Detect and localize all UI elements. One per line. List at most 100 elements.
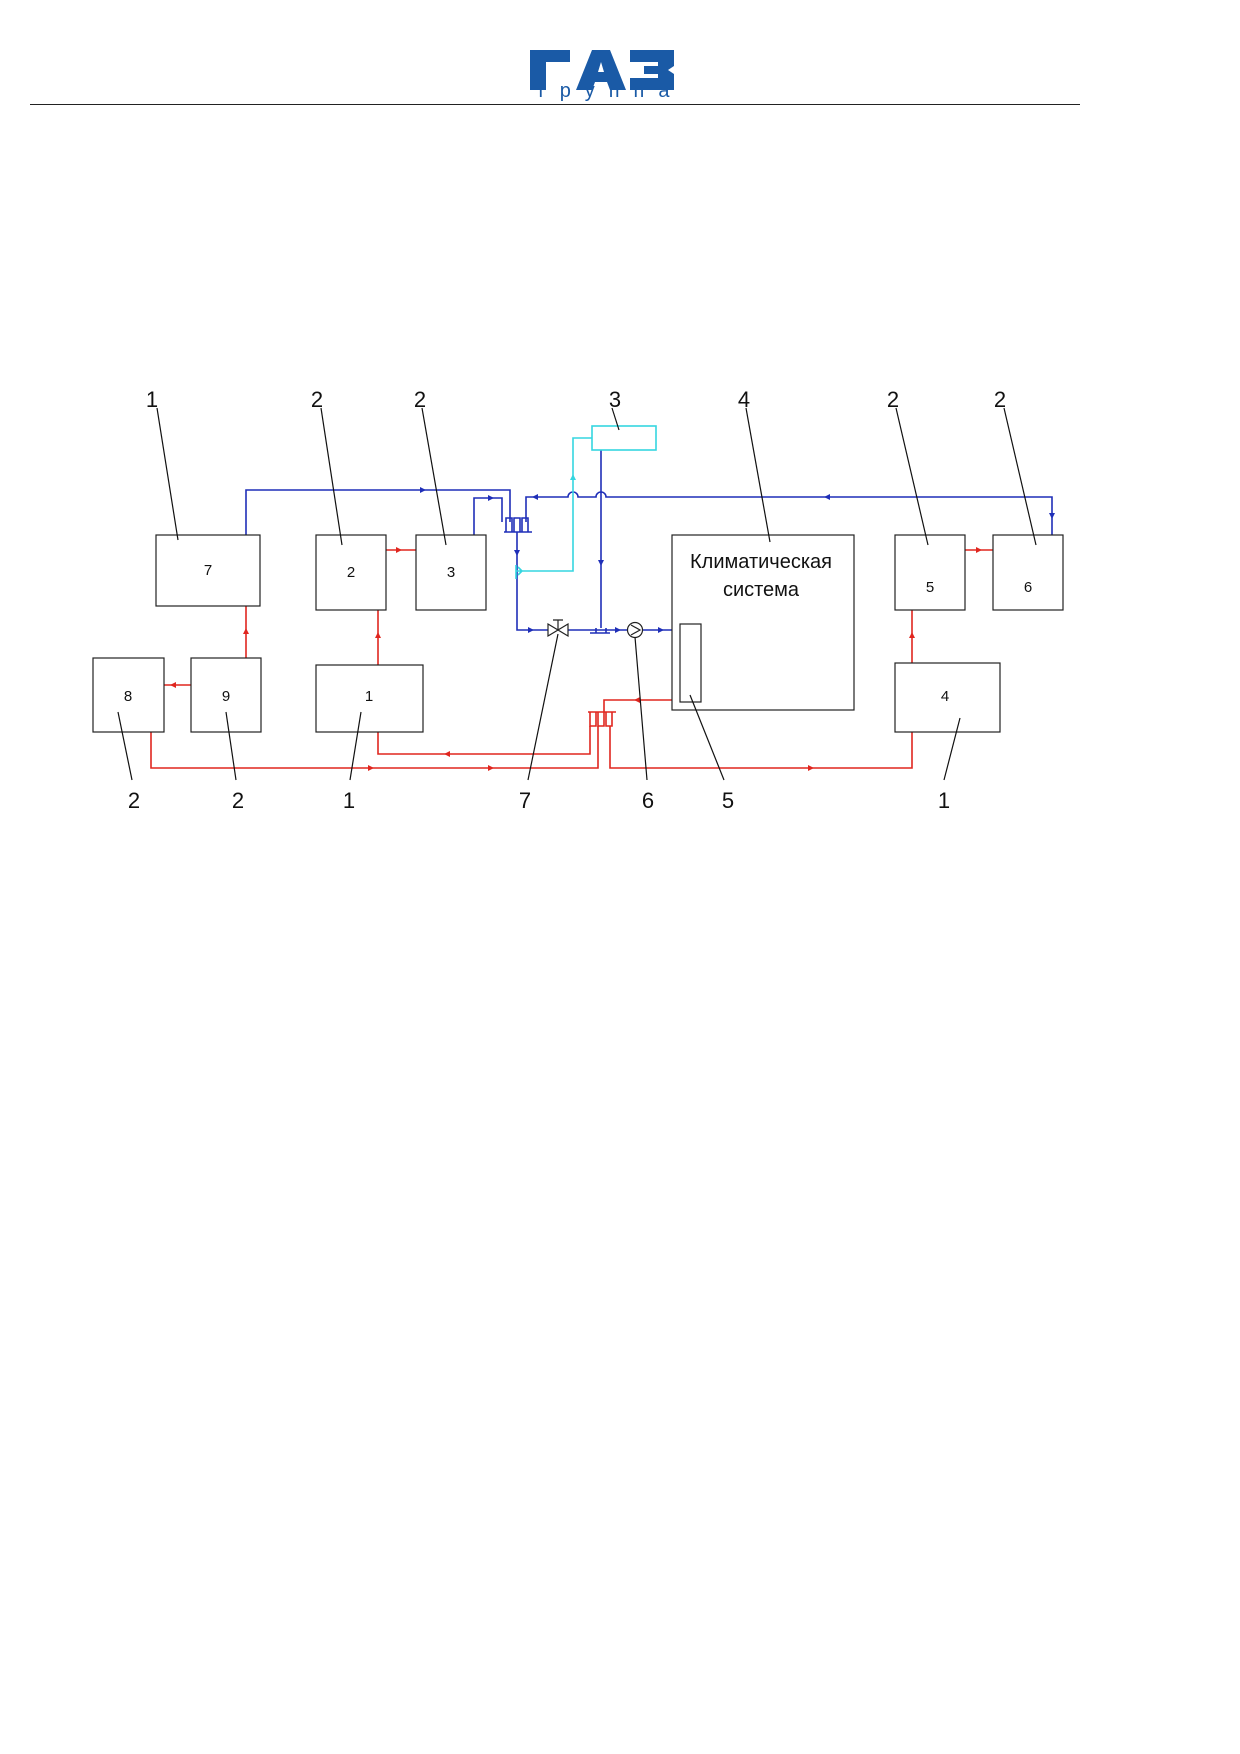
cold-arrow-6 — [528, 627, 534, 633]
cold-arrow-9 — [658, 627, 664, 633]
block-9-label: 9 — [222, 688, 230, 705]
leader-bottom-7 — [527, 633, 559, 781]
callout-top-2c: 2 — [887, 387, 899, 412]
cold-arrow-1 — [420, 487, 426, 493]
block-8-label: 8 — [124, 688, 132, 705]
leader-bottom-2a — [117, 711, 133, 781]
blocks-group — [92, 534, 1064, 733]
hot-manifold — [588, 711, 616, 727]
block-6 — [992, 534, 1064, 611]
callout-top-4: 4 — [738, 387, 750, 412]
cold-arrow-7 — [598, 560, 604, 566]
cold-line-block3 — [473, 497, 503, 535]
hot-arrow-7 — [488, 765, 494, 771]
cold-arrow-8 — [615, 627, 621, 633]
callout-bottom-1a: 1 — [343, 788, 355, 813]
hot-line-block1 — [377, 726, 591, 755]
aux-line-group — [515, 425, 657, 579]
climate-title-line2: система — [723, 579, 800, 601]
aux-line — [524, 437, 592, 572]
callout-top-1: 1 — [146, 387, 158, 412]
cold-manifold — [504, 517, 532, 533]
callout-top-2d: 2 — [994, 387, 1006, 412]
callout-bottom-2a: 2 — [128, 788, 140, 813]
climate-title-line1: Климатическая — [690, 551, 832, 573]
block-4-label: 4 — [941, 688, 949, 705]
climate-system-block — [671, 534, 855, 711]
block-5 — [894, 534, 966, 611]
block-8 — [92, 657, 165, 733]
block-4 — [894, 662, 1001, 733]
cold-arrows — [420, 487, 1055, 633]
callout-bottom-5: 5 — [722, 788, 734, 813]
leader-bottom-6 — [634, 636, 648, 781]
hot-arrow-10 — [368, 765, 374, 771]
block-9 — [190, 657, 262, 733]
hot-arrow-3 — [396, 547, 402, 553]
header-divider — [30, 104, 1080, 105]
hot-arrow-1 — [243, 628, 249, 634]
cold-line-block6 — [525, 491, 1053, 535]
hot-line-block4 — [609, 726, 913, 769]
expansion-tank — [591, 425, 657, 451]
block-5-label: 5 — [926, 579, 934, 596]
hot-arrow-5 — [976, 547, 982, 553]
block-6-label: 6 — [1024, 579, 1032, 596]
logo-subtitle: группа — [538, 80, 684, 102]
leader-bottom-2b — [225, 711, 237, 781]
cold-arrow-4 — [532, 494, 538, 500]
gaz-logo — [530, 50, 674, 90]
cold-line-to-valve — [516, 532, 548, 631]
leader-top-2a — [320, 407, 343, 546]
hot-arrow-2 — [170, 682, 176, 688]
leader-bottom-1b — [943, 717, 961, 781]
leader-top-3 — [611, 407, 620, 431]
callout-bottom-6: 6 — [642, 788, 654, 813]
cold-line-block7 — [245, 489, 511, 535]
cold-arrow-5 — [514, 550, 520, 556]
aux-connector — [515, 565, 524, 579]
hot-line-exchanger — [603, 699, 680, 712]
block-2-label: 2 — [347, 564, 355, 581]
cold-arrow-3 — [824, 494, 830, 500]
hot-arrow-8 — [444, 751, 450, 757]
block-7 — [155, 534, 261, 607]
cold-line-group — [245, 450, 1053, 634]
leader-bottom-5 — [689, 694, 725, 781]
leader-top-1 — [156, 407, 179, 541]
hot-arrow-9 — [808, 765, 814, 771]
leader-bottom-1a — [349, 711, 362, 781]
leader-top-2b — [421, 407, 447, 546]
block-1 — [315, 664, 424, 733]
heat-exchanger — [679, 623, 702, 703]
hot-arrows — [170, 547, 982, 771]
callout-top-2a: 2 — [311, 387, 323, 412]
hot-line-block8 — [150, 726, 599, 769]
callout-top-2b: 2 — [414, 387, 426, 412]
callout-top-3: 3 — [609, 387, 621, 412]
callout-bottom-1b: 1 — [938, 788, 950, 813]
pump-icon-arrow — [630, 624, 642, 636]
cold-arrow-10 — [1049, 513, 1055, 519]
callout-bottom-2b: 2 — [232, 788, 244, 813]
leaders-group — [117, 407, 1037, 781]
hot-arrow-4 — [375, 632, 381, 638]
block-7-label: 7 — [204, 562, 212, 579]
hot-line-group — [150, 549, 993, 769]
callout-bottom-7: 7 — [519, 788, 531, 813]
block-3 — [415, 534, 487, 611]
aux-arrow-1 — [570, 474, 576, 480]
hot-arrow-11 — [634, 697, 640, 703]
leader-top-4 — [745, 407, 771, 543]
cold-tee — [590, 628, 610, 634]
valve-icon — [547, 619, 569, 638]
aux-arrows — [570, 474, 576, 480]
leader-top-2c — [895, 407, 929, 546]
block-2 — [315, 534, 387, 611]
leader-top-2d — [1003, 407, 1037, 546]
block-3-label: 3 — [447, 564, 455, 581]
hot-arrow-6 — [909, 632, 915, 638]
cold-arrow-2 — [488, 495, 494, 501]
